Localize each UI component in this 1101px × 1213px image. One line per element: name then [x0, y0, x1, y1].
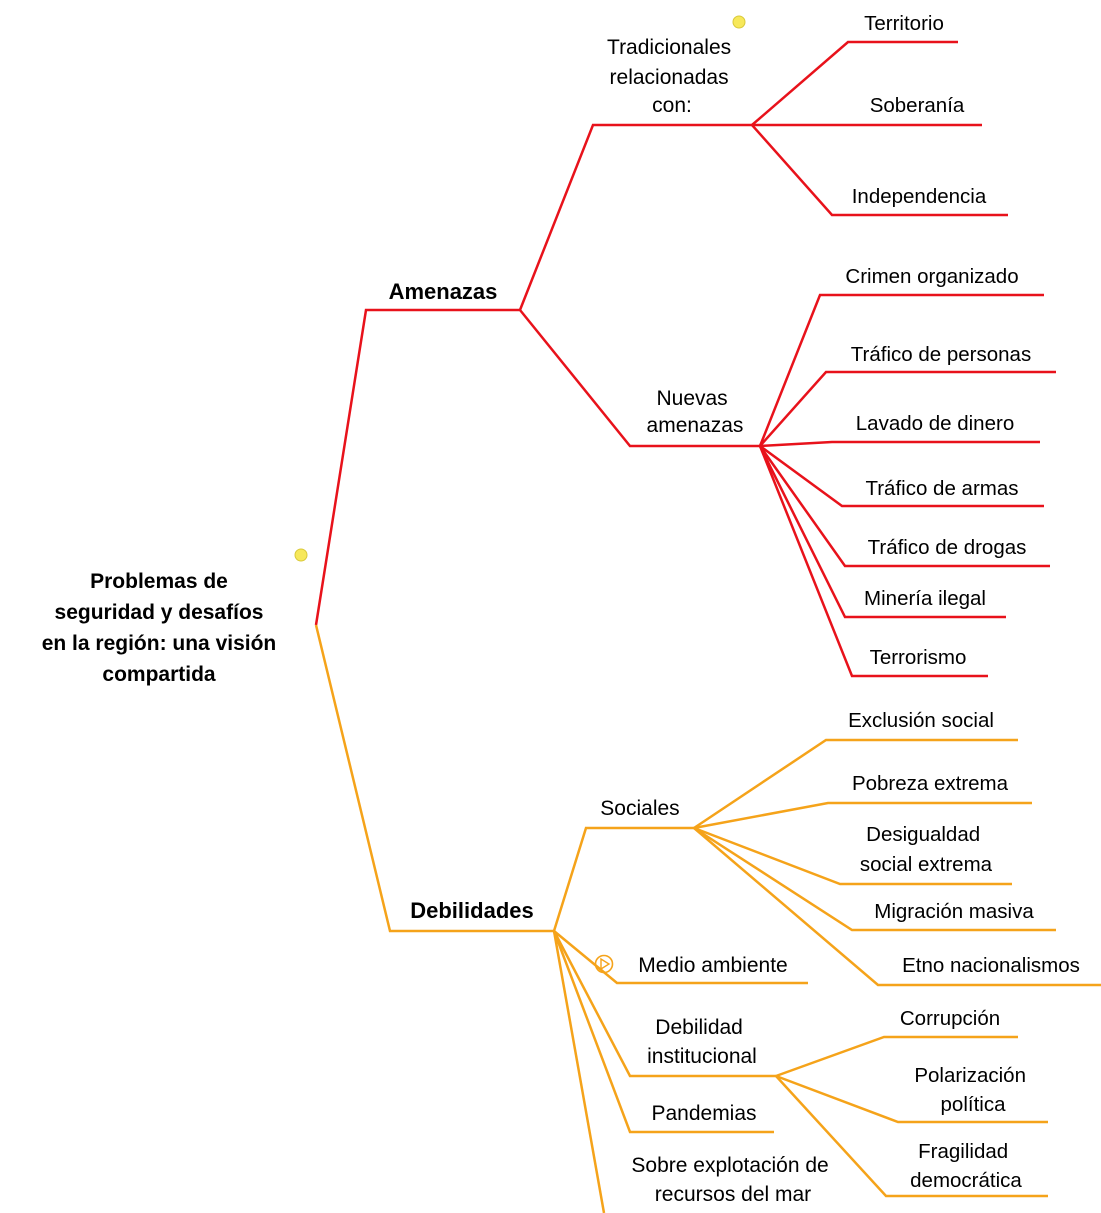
node-trafico-personas[interactable]: Tráfico de personas [851, 343, 1031, 366]
node-tradicionales[interactable]: Tradicionales relacionadas con: [607, 36, 737, 117]
node-desigualdad-line-1: Desigualdad [866, 823, 980, 846]
node-sobre-explotacion-line-1: Sobre explotación de [631, 1154, 828, 1177]
node-medio-ambiente[interactable]: Medio ambiente [638, 954, 787, 977]
node-tradicionales-line-2: relacionadas [610, 66, 729, 89]
node-mineria-ilegal[interactable]: Minería ilegal [864, 587, 986, 610]
node-sobre-explotacion[interactable]: Sobre explotación de recursos del mar [631, 1154, 834, 1206]
connector-etno [693, 827, 1101, 987]
node-corrupcion[interactable]: Corrupción [900, 1007, 1000, 1030]
connector-medio-ambiente [553, 930, 808, 985]
node-territorio[interactable]: Territorio [864, 12, 944, 35]
connector-lavado [759, 440, 1040, 448]
root-topic-line-2: seguridad y desafíos [54, 601, 264, 624]
node-exclusion-social[interactable]: Exclusión social [848, 709, 994, 732]
connector-pobreza [693, 801, 1032, 830]
connector-amenazas-nuevas [519, 309, 760, 448]
node-amenazas[interactable]: Amenazas [389, 279, 498, 304]
connector-trafico-drogas [758, 445, 1050, 568]
node-sociales[interactable]: Sociales [600, 797, 679, 820]
node-trafico-armas[interactable]: Tráfico de armas [865, 477, 1018, 500]
node-polarizacion-line-2: política [941, 1093, 1007, 1116]
node-nuevas-line-2: amenazas [647, 414, 744, 437]
connector-root-amenazas [314, 308, 520, 626]
node-polarizacion-line-1: Polarización [914, 1064, 1026, 1087]
root-topic-line-4: compartida [102, 663, 216, 686]
amenazas-branch [314, 40, 1056, 678]
connector-polarizacion [775, 1074, 1048, 1124]
connector-debilidad-institucional [552, 930, 776, 1078]
node-trafico-drogas[interactable]: Tráfico de drogas [868, 536, 1027, 559]
node-fragilidad[interactable]: Fragilidad democrática [910, 1140, 1022, 1192]
yellow-dot-icon [732, 15, 746, 29]
play-circle-icon[interactable] [594, 954, 614, 974]
connector-trafico-personas [759, 370, 1056, 447]
connector-desigualdad [693, 826, 1012, 886]
root-topic-line-1: Problemas de [90, 570, 228, 593]
node-independencia[interactable]: Independencia [852, 185, 987, 208]
node-desigualdad-line-2: social extrema [860, 853, 993, 876]
node-polarizacion[interactable]: Polarización política [914, 1064, 1031, 1116]
node-lavado-dinero[interactable]: Lavado de dinero [856, 412, 1014, 435]
node-terrorismo[interactable]: Terrorismo [870, 646, 967, 669]
connector-independencia [751, 124, 1008, 217]
connector-trafico-armas [759, 444, 1044, 508]
connector-terrorismo [758, 445, 988, 678]
node-crimen-organizado[interactable]: Crimen organizado [845, 265, 1018, 288]
connector-crimen [758, 293, 1044, 447]
node-debilidades[interactable]: Debilidades [410, 898, 533, 923]
node-pandemias[interactable]: Pandemias [651, 1102, 756, 1125]
connector-sobre-explotacion [552, 930, 606, 1213]
connector-exclusion [693, 738, 1018, 830]
node-migracion-masiva[interactable]: Migración masiva [874, 900, 1034, 923]
connector-mineria [758, 445, 1006, 619]
debilidades-branch [314, 624, 1101, 1213]
node-fragilidad-line-2: democrática [910, 1169, 1022, 1192]
yellow-dot-icon [294, 548, 308, 562]
node-debilidad-institucional[interactable]: Debilidad institucional [647, 1016, 757, 1068]
node-fragilidad-line-1: Fragilidad [918, 1140, 1008, 1163]
connector-debilidades-sociales [552, 826, 694, 932]
node-etno-nacionalismos[interactable]: Etno nacionalismos [902, 954, 1080, 977]
node-nuevas-line-1: Nuevas [656, 387, 727, 410]
connector-amenazas-tradicionales [518, 123, 752, 311]
node-tradicionales-line-3: con: [652, 94, 692, 117]
node-tradicionales-line-1: Tradicionales [607, 36, 731, 59]
connector-fragilidad [775, 1075, 1048, 1198]
node-pobreza-extrema[interactable]: Pobreza extrema [852, 772, 1009, 795]
root-topic-line-3: en la región: una visión [41, 632, 277, 655]
node-desigualdad[interactable]: Desigualdad social extrema [860, 823, 993, 876]
connector-pandemias [552, 930, 774, 1134]
connector-root-debilidades [314, 624, 554, 933]
connector-territorio [751, 40, 958, 126]
node-sobre-explotacion-line-2: recursos del mar [655, 1183, 811, 1206]
node-soberania[interactable]: Soberanía [870, 94, 965, 117]
node-debilidad-line-2: institucional [647, 1045, 757, 1068]
node-nuevas-amenazas[interactable]: Nuevas amenazas [647, 387, 744, 437]
connector-corrupcion [775, 1035, 1018, 1078]
root-topic[interactable]: Problemas de seguridad y desafíos en la … [0, 566, 318, 690]
connector-migracion [693, 826, 1056, 932]
node-debilidad-line-1: Debilidad [655, 1016, 743, 1039]
